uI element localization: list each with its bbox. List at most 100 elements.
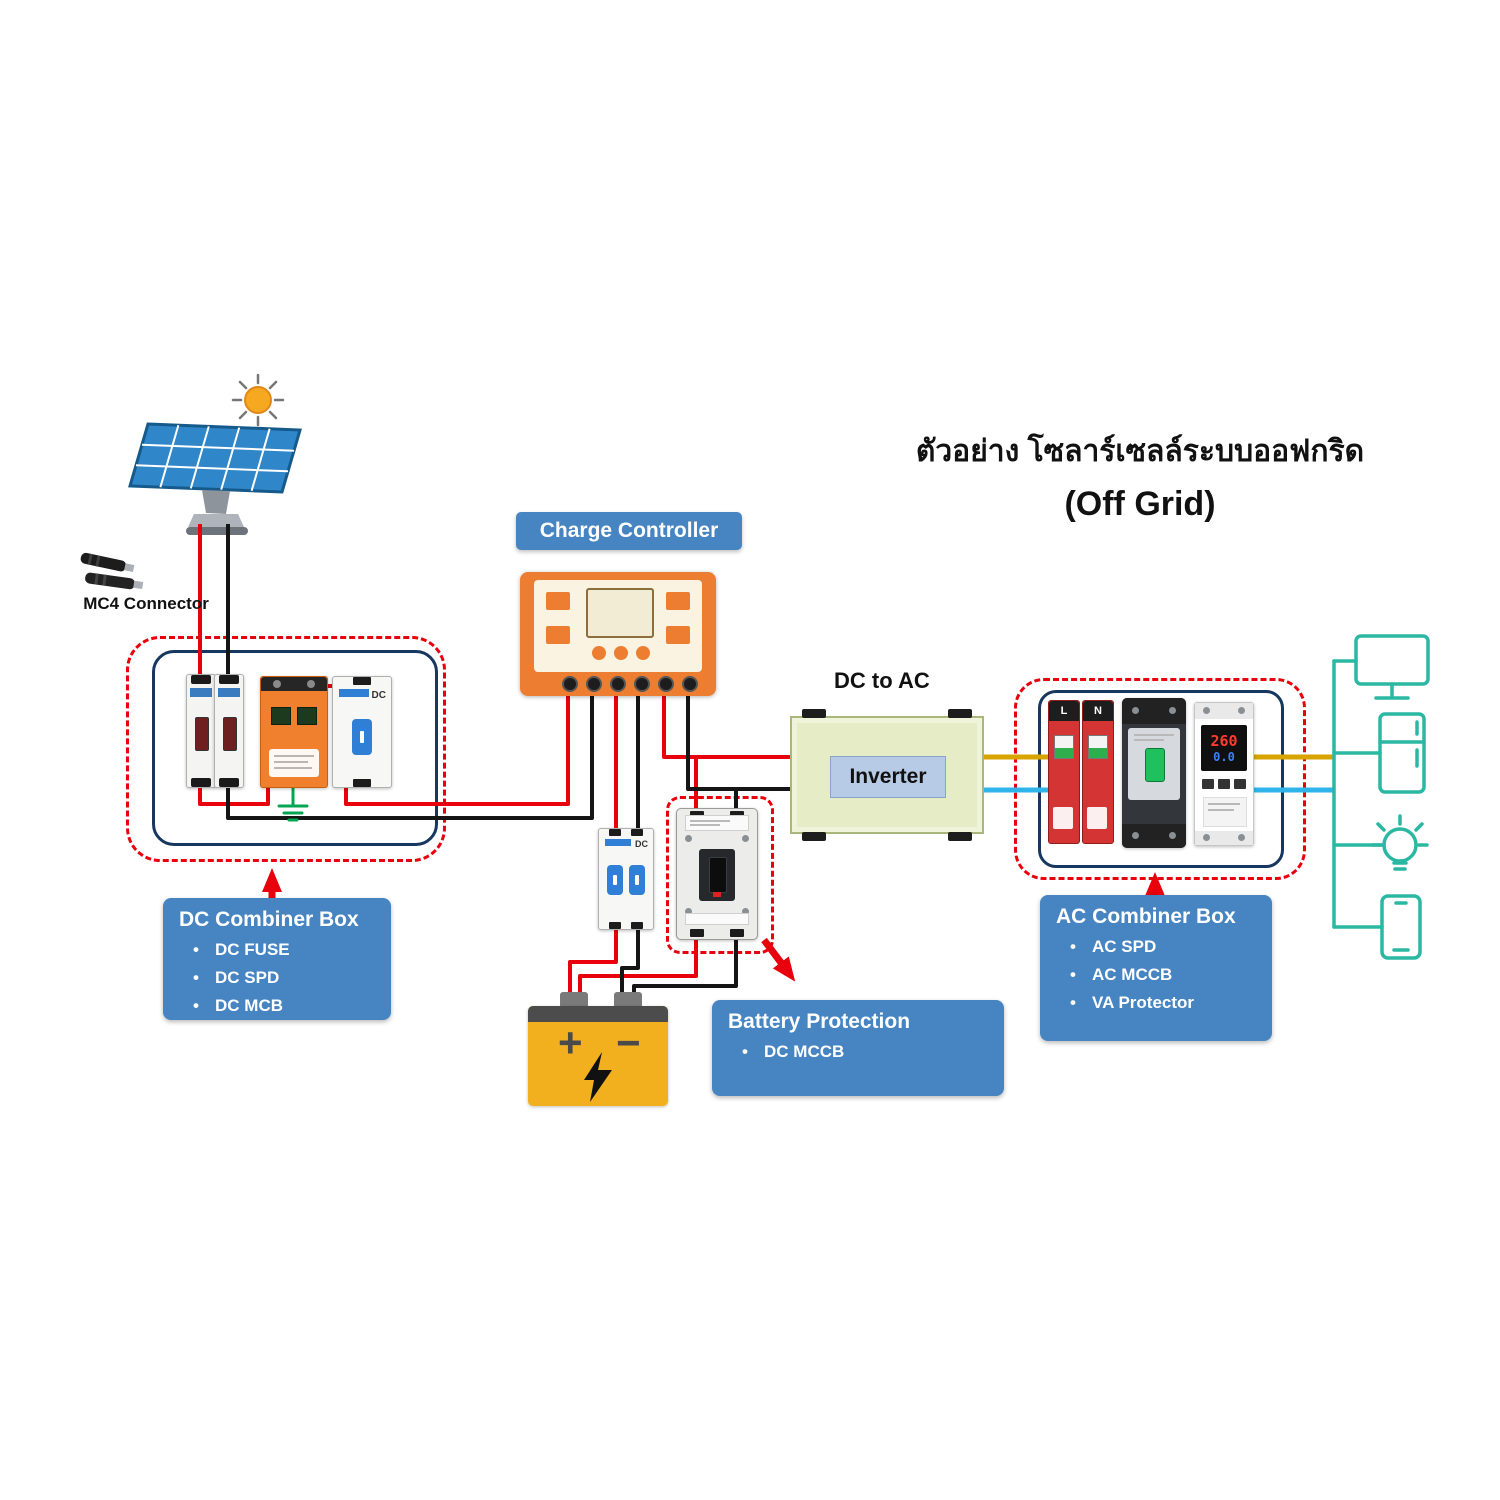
fuse-top-terminal [191, 675, 211, 684]
dc-spd-device [260, 676, 328, 788]
ac-mccb-green-switch [1145, 748, 1165, 782]
controller-knob [592, 646, 606, 660]
diagram-title: ตัวอย่าง โซลาร์เซลล์ระบบออฟกริด (Off Gri… [870, 428, 1410, 524]
breaker-toggle-slot [635, 875, 639, 885]
lightning-icon [584, 1052, 612, 1102]
screw-icon [1238, 834, 1245, 841]
fuse-brand-strip [218, 688, 240, 697]
dc-combiner-item: DC FUSE [163, 936, 391, 964]
ac-combiner-title: AC Combiner Box [1056, 905, 1236, 928]
dc-mccb-device [676, 808, 758, 940]
battery-dc-breaker-device: DC [598, 828, 654, 930]
ac-spd-terminal-cap: L [1049, 701, 1079, 721]
va-button [1234, 779, 1246, 789]
charge-controller-header-label: Charge Controller [539, 519, 719, 542]
controller-button [666, 626, 690, 644]
controller-terminal [562, 676, 578, 692]
breaker-bottom-terminal [609, 922, 621, 929]
screw-icon [1132, 707, 1139, 714]
screw-icon [307, 680, 315, 688]
screw-icon [742, 908, 749, 915]
va-top-terminals [1195, 703, 1253, 719]
va-button [1218, 779, 1230, 789]
va-button [1202, 779, 1214, 789]
screw-icon [1203, 707, 1210, 714]
mc4-connector-icon [80, 552, 144, 590]
inverter-mount-tab [802, 709, 826, 718]
ac-mccb-terminal-strip [1122, 698, 1186, 724]
mcb-brand-strip [339, 689, 369, 697]
title-thai: ตัวอย่าง โซลาร์เซลล์ระบบออฟกริด [915, 435, 1365, 468]
battery-plus-symbol: + [558, 1019, 583, 1066]
ac-spd-n-marking: N [1094, 705, 1102, 717]
battery-minus-symbol: − [616, 1019, 641, 1066]
controller-terminal [634, 676, 650, 692]
refrigerator-icon [1378, 712, 1426, 794]
va-protector-device: 260 0.0 [1194, 702, 1254, 846]
breaker-brand-strip [605, 839, 631, 846]
inverter-mount-tab [948, 709, 972, 718]
inverter-mount-tab [948, 832, 972, 841]
screw-icon [685, 835, 692, 842]
dc-combiner-title: DC Combiner Box [179, 908, 359, 931]
ac-spd-module-l: L [1048, 700, 1080, 844]
controller-button [546, 626, 570, 644]
mccb-switch-frame [699, 849, 735, 901]
va-label-plate [1203, 797, 1247, 827]
va-current-reading: 0.0 [1213, 749, 1235, 764]
mccb-bottom-terminal [690, 929, 704, 937]
dc-combiner-item: DC SPD [163, 964, 391, 992]
spd-status-window [271, 707, 291, 725]
screw-icon [742, 835, 749, 842]
fuse-window [195, 717, 209, 751]
ac-spd-device: L N [1048, 700, 1114, 844]
breaker-toggle-slot [613, 875, 617, 885]
fuse-brand-strip [190, 688, 212, 697]
screw-icon [1169, 832, 1176, 839]
ac-spd-status-window [1054, 735, 1074, 759]
ac-combiner-item: AC MCCB [1040, 961, 1272, 989]
fuse-window [223, 717, 237, 751]
ac-spd-terminal-cap: N [1083, 701, 1113, 721]
mcb-bottom-terminal [353, 779, 371, 787]
wire-load-branches [1332, 659, 1386, 929]
ac-spd-label-plate [1053, 807, 1073, 829]
ac-combiner-item: AC SPD [1040, 933, 1272, 961]
controller-knob [614, 646, 628, 660]
controller-terminal [610, 676, 626, 692]
ac-mccb-panel [1128, 728, 1180, 800]
screw-icon [1203, 834, 1210, 841]
controller-terminal [586, 676, 602, 692]
ac-spd-module-n: N [1082, 700, 1114, 844]
mcb-top-terminal [353, 677, 371, 685]
screw-icon [685, 908, 692, 915]
breaker-bottom-terminal [631, 922, 643, 929]
title-off-grid: (Off Grid) [1064, 485, 1216, 523]
ac-spd-l-marking: L [1060, 705, 1068, 717]
mc4-connector-label: MC4 Connector [83, 594, 209, 613]
screw-icon [1238, 707, 1245, 714]
ac-spd-status-window [1088, 735, 1108, 759]
screw-icon [1169, 707, 1176, 714]
inverter-device: Inverter [790, 709, 984, 841]
spd-terminal-strip [261, 677, 327, 691]
ac-combiner-callout: AC Combiner Box AC SPD AC MCCB VA Protec… [1040, 895, 1272, 1041]
screw-icon [273, 680, 281, 688]
ac-spd-label-plate [1087, 807, 1107, 829]
va-display: 260 0.0 [1201, 725, 1247, 771]
spd-label-plate [269, 749, 319, 777]
battery-protection-callout: Battery Protection DC MCCB [712, 1000, 1004, 1096]
mccb-trip-indicator [713, 892, 721, 897]
charge-controller-header: Charge Controller [516, 512, 742, 550]
inverter-label-plate: Inverter [830, 756, 946, 798]
ac-mccb-device [1122, 698, 1186, 848]
inverter-label: Inverter [849, 765, 927, 788]
controller-terminal [658, 676, 674, 692]
battery-device: + − [528, 1006, 668, 1106]
breaker-dc-marking: DC [635, 839, 648, 849]
screw-icon [1132, 832, 1139, 839]
light-bulb-icon [1371, 814, 1429, 871]
inverter-mount-tab [802, 832, 826, 841]
ac-combiner-item: VA Protector [1040, 989, 1272, 1017]
